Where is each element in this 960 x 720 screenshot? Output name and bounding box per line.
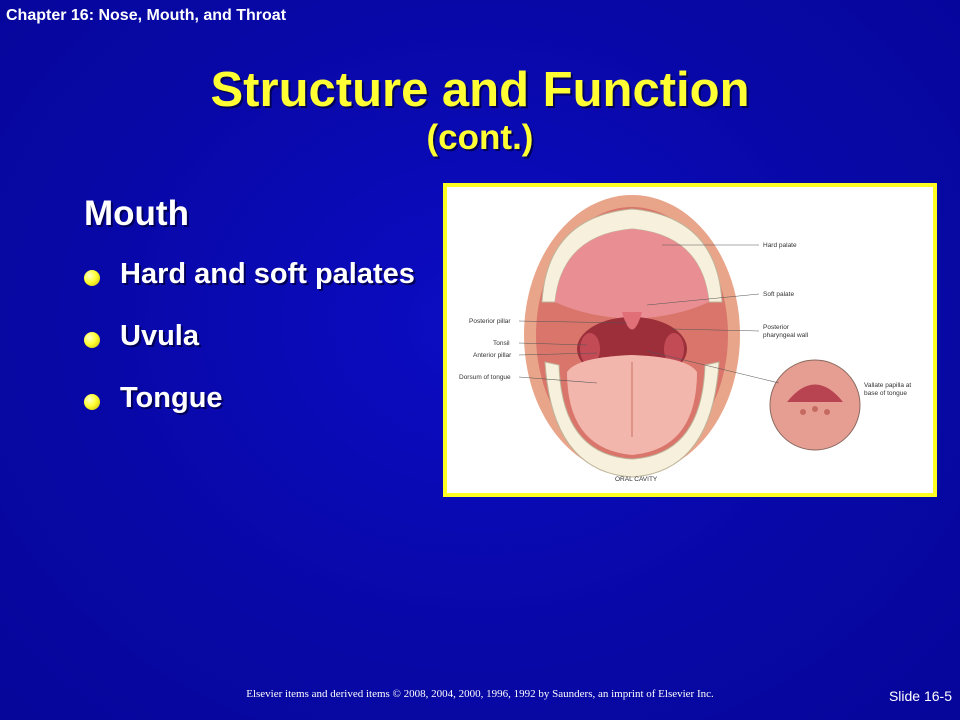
slide-subtitle: (cont.) xyxy=(426,118,534,157)
label-posterior-wall-1: Posterior xyxy=(763,324,790,331)
copyright-footer: Elsevier items and derived items © 2008,… xyxy=(246,688,714,700)
bullet-item: Hard and soft palates xyxy=(84,258,415,320)
chapter-header: Chapter 16: Nose, Mouth, and Throat xyxy=(6,7,287,24)
oral-cavity-figure: Hard palate Soft palate Posterior pillar… xyxy=(443,183,937,497)
palate xyxy=(555,229,709,319)
label-dorsum-of-tongue: Dorsum of tongue xyxy=(459,374,511,381)
bullet-dot-icon xyxy=(84,270,100,286)
bullet-list: Hard and soft palates Uvula Tongue xyxy=(84,258,415,444)
oral-cavity-illustration: Hard palate Soft palate Posterior pillar… xyxy=(459,195,911,483)
label-hard-palate: Hard palate xyxy=(763,242,797,249)
label-posterior-pillar: Posterior pillar xyxy=(469,318,511,325)
bullet-text: Uvula xyxy=(120,320,199,352)
inset-detail xyxy=(769,359,861,451)
label-vallate-2: base of tongue xyxy=(864,390,907,397)
label-posterior-wall-2: pharyngeal wall xyxy=(763,332,809,339)
bullet-text: Hard and soft palates xyxy=(120,258,415,290)
figure-caption: ORAL CAVITY xyxy=(615,476,658,483)
slide-number: Slide 16-5 xyxy=(888,688,952,704)
bullet-item: Uvula xyxy=(84,320,415,382)
label-tonsil: Tonsil xyxy=(493,340,510,347)
label-vallate-1: Vallate papilla at xyxy=(864,382,911,389)
lower-teeth xyxy=(544,361,720,478)
uvula xyxy=(622,312,642,330)
slide-title: Structure and Function xyxy=(210,63,750,117)
section-heading: Mouth xyxy=(84,194,189,233)
bullet-dot-icon xyxy=(84,394,100,410)
bullet-text: Tongue xyxy=(120,382,223,414)
bullet-dot-icon xyxy=(84,332,100,348)
label-soft-palate: Soft palate xyxy=(763,291,794,298)
bullet-item: Tongue xyxy=(84,382,415,444)
label-anterior-pillar: Anterior pillar xyxy=(473,352,512,359)
